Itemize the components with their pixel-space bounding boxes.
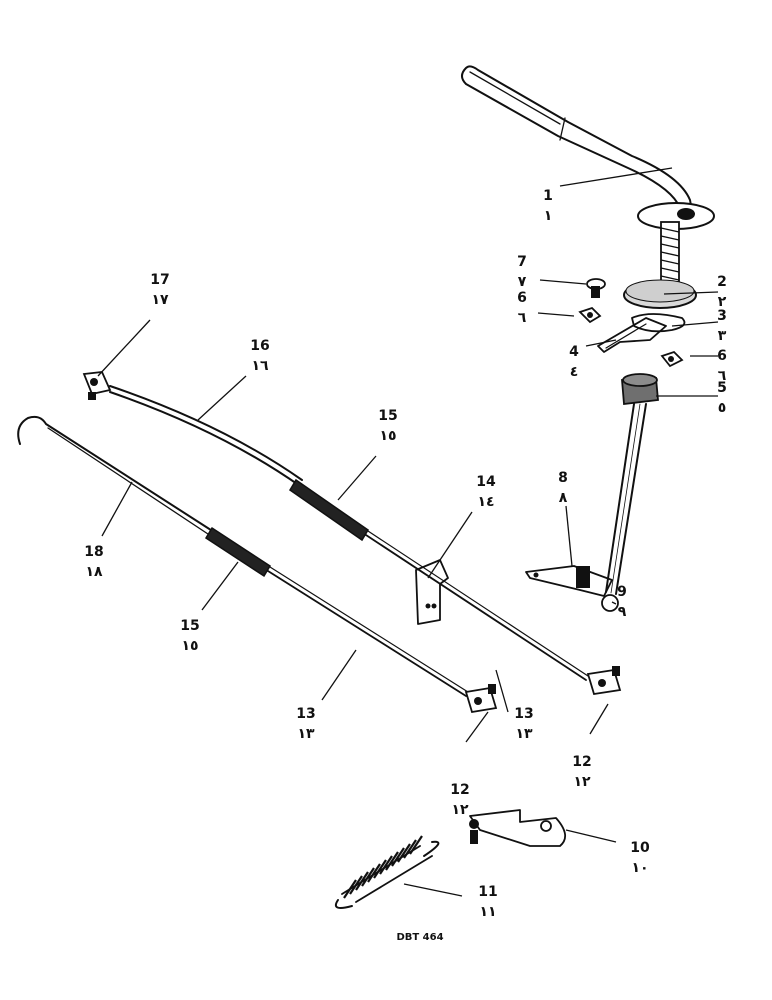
leader-lines — [97, 167, 719, 897]
svg-text:10: 10 — [630, 840, 650, 856]
callout-9: 9 ٩ — [617, 584, 627, 620]
callout-11: 11 ١١ — [478, 884, 497, 920]
callout-13-left: 13 ١٣ — [296, 706, 315, 742]
svg-text:7: 7 — [517, 254, 527, 270]
svg-text:15: 15 — [180, 618, 199, 634]
part-15-sleeve-upper — [288, 478, 370, 542]
svg-text:٢: ٢ — [718, 294, 727, 310]
svg-text:9: 9 — [617, 584, 627, 600]
part-4-quadrant — [597, 317, 667, 353]
svg-text:١٥: ١٥ — [379, 428, 396, 444]
svg-text:13: 13 — [514, 706, 533, 722]
svg-text:١٦: ١٦ — [251, 358, 269, 374]
svg-text:4: 4 — [569, 344, 579, 360]
callout-6-left: 6 ٦ — [517, 290, 527, 326]
svg-text:٨: ٨ — [559, 490, 568, 506]
callout-10: 10 ١٠ — [630, 840, 650, 876]
part-14-bracket — [415, 559, 449, 625]
svg-text:١٢: ١٢ — [573, 774, 591, 790]
part-18-hook-rod — [17, 415, 215, 539]
part-2-friction-disc — [623, 279, 697, 309]
callout-16: 16 ١٦ — [250, 338, 269, 374]
part-13-rod-right — [365, 530, 589, 681]
callout-15-upper: 15 ١٥ — [378, 408, 397, 444]
part-6-nut-left — [578, 306, 602, 324]
callout-8: 8 ٨ — [558, 470, 568, 506]
svg-text:2: 2 — [717, 274, 727, 290]
svg-text:8: 8 — [558, 470, 568, 486]
callout-18: 18 ١٨ — [84, 544, 103, 580]
svg-text:١٨: ١٨ — [85, 564, 103, 580]
svg-text:13: 13 — [296, 706, 315, 722]
svg-text:1: 1 — [543, 188, 553, 204]
callout-7: 7 ٧ — [517, 254, 527, 290]
svg-text:١٥: ١٥ — [181, 638, 198, 654]
callout-2: 2 ٢ — [717, 274, 727, 310]
callout-17: 17 ١٧ — [150, 272, 169, 308]
part-12-ball-joint-right — [586, 666, 622, 696]
svg-text:١١: ١١ — [479, 904, 496, 920]
callout-12-left: 12 ١٢ — [450, 782, 469, 818]
part-7-bolt — [586, 278, 606, 298]
svg-text:17: 17 — [150, 272, 169, 288]
svg-text:١٣: ١٣ — [515, 726, 533, 742]
callout-6-right: 6 ٦ — [717, 348, 727, 384]
main-shaft — [605, 403, 647, 595]
svg-text:١٢: ١٢ — [451, 802, 469, 818]
callout-3: 3 ٣ — [717, 308, 727, 344]
svg-text:16: 16 — [250, 338, 269, 354]
svg-text:٤: ٤ — [570, 364, 579, 380]
drawing-reference: DBT 464 — [396, 932, 443, 943]
svg-text:18: 18 — [84, 544, 103, 560]
part-6-nut-right — [660, 350, 684, 368]
svg-text:5: 5 — [717, 380, 727, 396]
svg-text:14: 14 — [476, 474, 496, 490]
threaded-shaft — [660, 221, 680, 283]
part-16-upper-rod — [109, 385, 303, 487]
svg-text:١٣: ١٣ — [297, 726, 315, 742]
callout-1: 1 ١ — [543, 188, 553, 224]
svg-text:15: 15 — [378, 408, 397, 424]
part-8-lower-arm — [525, 565, 613, 597]
part-5-collar — [621, 373, 659, 406]
svg-text:٧: ٧ — [518, 274, 527, 290]
svg-text:6: 6 — [517, 290, 527, 306]
svg-text:٦: ٦ — [518, 310, 527, 326]
callout-13-right: 13 ١٣ — [514, 706, 533, 742]
part-9-ball-end — [601, 594, 619, 612]
part-10-clip-plate — [469, 809, 566, 847]
svg-text:3: 3 — [717, 308, 727, 324]
svg-text:١٧: ١٧ — [151, 292, 169, 308]
svg-text:6: 6 — [717, 348, 727, 364]
svg-text:١٤: ١٤ — [477, 494, 494, 510]
svg-text:١٠: ١٠ — [631, 860, 648, 876]
part-1-hand-lever — [461, 65, 715, 230]
callout-5: 5 ٥ — [717, 380, 727, 416]
callout-12-right: 12 ١٢ — [572, 754, 591, 790]
part-17-ball-joint — [82, 371, 112, 400]
svg-text:٩: ٩ — [618, 604, 627, 620]
part-12-ball-joint-left — [464, 684, 498, 714]
callout-4: 4 ٤ — [569, 344, 579, 380]
svg-text:12: 12 — [450, 782, 469, 798]
svg-text:١: ١ — [544, 208, 553, 224]
svg-text:11: 11 — [478, 884, 497, 900]
svg-text:٦: ٦ — [718, 368, 727, 384]
callout-15-lower: 15 ١٥ — [180, 618, 199, 654]
callout-14: 14 ١٤ — [476, 474, 496, 510]
svg-text:٥: ٥ — [718, 400, 727, 416]
svg-text:٣: ٣ — [718, 328, 727, 344]
svg-text:12: 12 — [572, 754, 591, 770]
part-13-rod-left — [267, 566, 469, 697]
part-15-sleeve-lower — [204, 526, 272, 578]
part-11-spring — [334, 835, 440, 909]
